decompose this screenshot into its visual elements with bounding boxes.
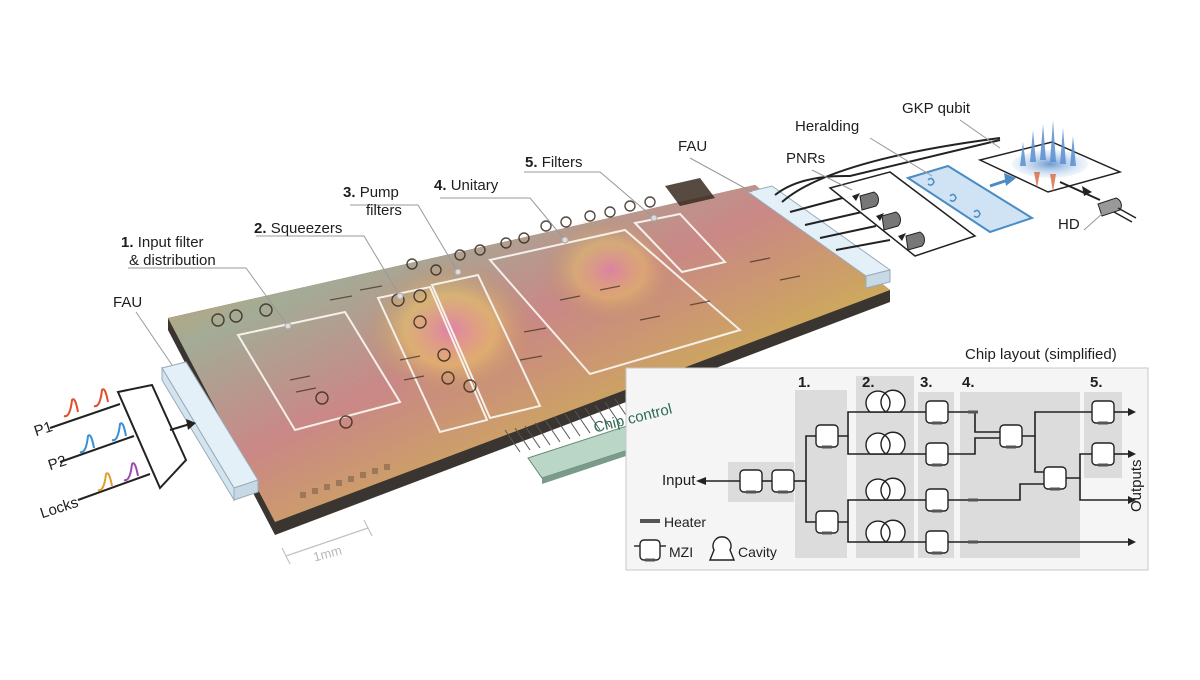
legend-cavity-label: Cavity (738, 544, 777, 560)
chip-detector-pad (665, 178, 715, 206)
section-input-filter (236, 310, 402, 432)
fau-right (746, 185, 892, 289)
label-heralding: Heralding (795, 118, 860, 135)
legend-heater-label: Heater (664, 514, 707, 530)
layout-section-3: 3. (920, 374, 933, 391)
pnr-detectors (828, 171, 977, 257)
layout-outputs-label: Outputs (1128, 459, 1145, 512)
heaters (746, 410, 1108, 555)
fau-left (161, 361, 259, 502)
section-squeezers (376, 285, 489, 434)
layout-section-2: 2. (862, 374, 875, 391)
label-hd: HD (1058, 216, 1080, 233)
layout-panel-title: Chip layout (simplified) (965, 346, 1117, 363)
layout-section-5: 5. (1090, 374, 1103, 391)
scale-bar (281, 519, 373, 565)
label-input-filter-2: & distribution (129, 252, 216, 269)
layout-cavities (865, 389, 906, 543)
label-pnrs: PNRs (786, 150, 826, 167)
input-pulses (63, 388, 139, 492)
mzi-legend-icon (639, 539, 661, 561)
layout-legend (634, 519, 736, 562)
heralding-plate (905, 164, 1035, 234)
label-unitary: 4. Unitary (434, 177, 499, 194)
label-squeezers: 2. Squeezers (254, 220, 343, 237)
label-gkp-qubit: GKP qubit (902, 100, 971, 117)
gkp-qubit-plot (977, 120, 1123, 193)
label-filters: 5. Filters (525, 154, 583, 171)
label-fau-left: FAU (113, 294, 143, 311)
section-pump-filters (430, 273, 542, 420)
label-fau-right: FAU (678, 138, 708, 155)
cavity-legend-icon (708, 536, 736, 561)
label-leaders (128, 119, 1105, 366)
chip-body (168, 178, 890, 535)
section-filters (633, 212, 727, 274)
label-input-filter: 1. Input filter (121, 234, 204, 251)
chip-layout-panel (625, 367, 1149, 571)
output-fibers (774, 137, 1001, 251)
hd-detector (1059, 181, 1137, 223)
bond-pads (300, 464, 390, 498)
cavity-array (211, 196, 656, 429)
label-pump: 3. Pump (343, 184, 399, 201)
layout-input-label: Input (662, 472, 696, 489)
layout-section-1: 1. (798, 374, 811, 391)
input-combiner (49, 383, 196, 501)
waveguides (289, 257, 801, 393)
layout-section-4: 4. (962, 374, 975, 391)
section-unitary (488, 228, 743, 376)
label-pump-2: filters (366, 202, 402, 219)
legend-mzi-label: MZI (669, 544, 694, 560)
